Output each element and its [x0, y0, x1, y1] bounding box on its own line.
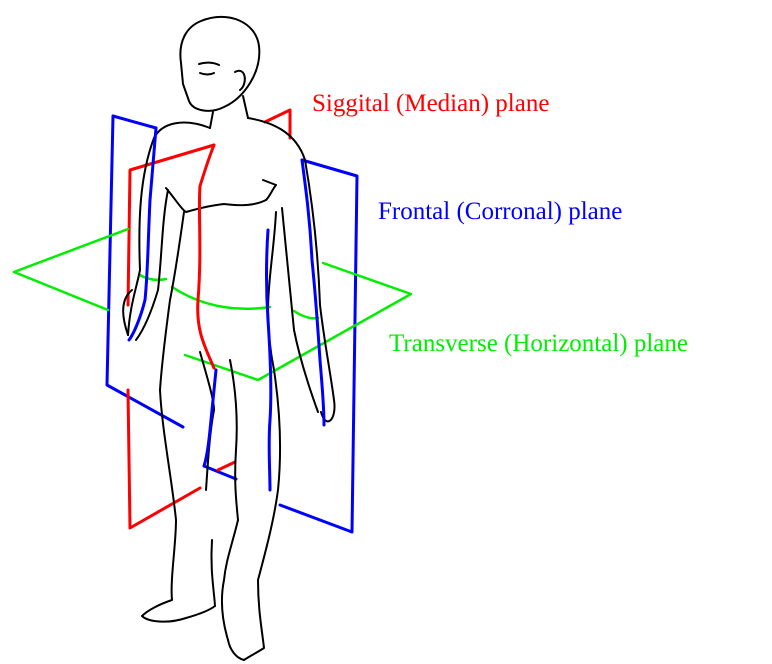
human-body-outline	[123, 17, 334, 660]
sagittal-plane-front-segments	[198, 145, 214, 368]
frontal-plane-label: Frontal (Corronal) plane	[378, 199, 622, 224]
transverse-plane-label: Transverse (Horizontal) plane	[389, 331, 688, 356]
transverse-plane	[14, 229, 411, 380]
sagittal-plane-label: Siggital (Median) plane	[312, 91, 549, 116]
frontal-plane-front-segments	[129, 128, 324, 490]
